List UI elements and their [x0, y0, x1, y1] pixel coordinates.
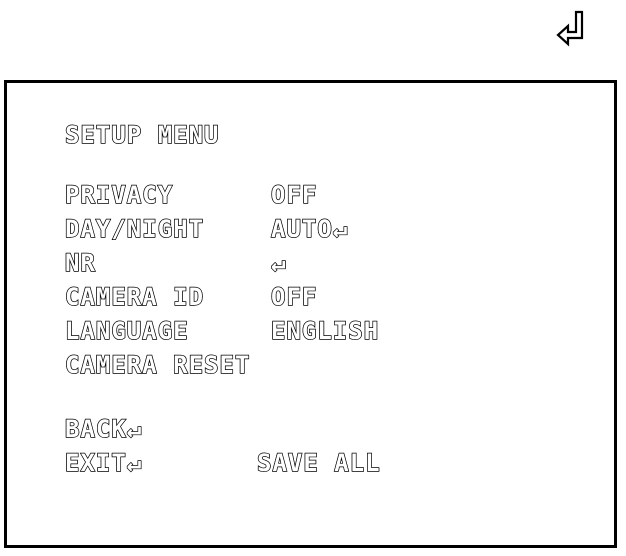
save-all-button[interactable]: SAVE ALL	[256, 449, 381, 477]
menu-item-camera-id[interactable]: CAMERA ID	[64, 283, 205, 311]
menu-value-day-night[interactable]: AUTO↵	[270, 215, 349, 243]
enter-return-icon	[556, 10, 584, 47]
back-button[interactable]: BACK↵	[64, 415, 143, 443]
menu-item-day-night[interactable]: DAY/NIGHT	[64, 215, 205, 243]
menu-value-privacy[interactable]: OFF	[270, 181, 318, 209]
setup-menu-screen: SETUP MENU PRIVACY OFF DAY/NIGHT AUTO↵ N…	[4, 80, 617, 548]
menu-title: SETUP MENU	[64, 121, 220, 149]
menu-item-privacy[interactable]: PRIVACY	[64, 181, 174, 209]
menu-item-language[interactable]: LANGUAGE	[64, 317, 189, 345]
menu-value-language[interactable]: ENGLISH	[270, 317, 380, 345]
menu-value-nr[interactable]: ↵	[270, 249, 287, 277]
menu-item-camera-reset[interactable]: CAMERA RESET	[64, 351, 251, 379]
menu-item-nr[interactable]: NR	[64, 249, 96, 277]
exit-button[interactable]: EXIT↵	[64, 449, 143, 477]
menu-value-camera-id[interactable]: OFF	[270, 283, 318, 311]
